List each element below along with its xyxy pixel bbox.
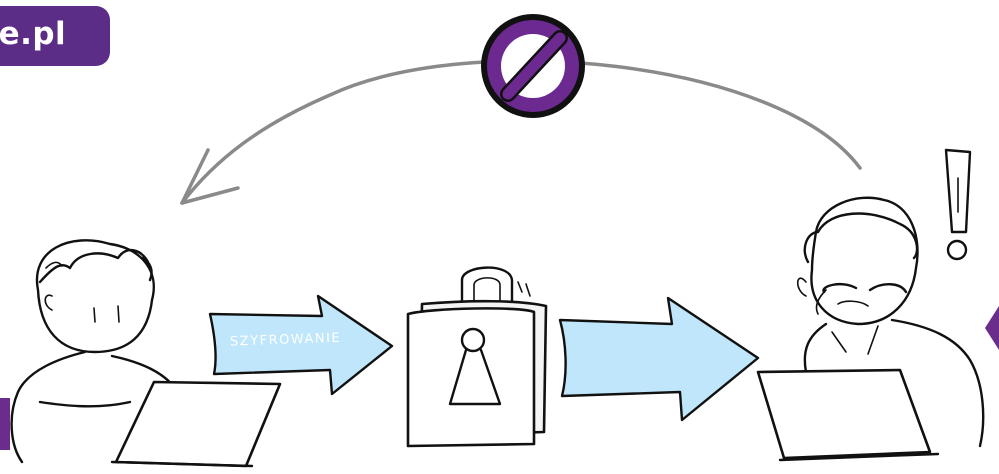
receiver-person — [796, 196, 985, 448]
logo-text: ne.pl — [0, 16, 67, 52]
return-arrow — [180, 59, 862, 205]
brand-logo[interactable]: ne.pl — [0, 6, 110, 66]
blocked-icon — [481, 14, 585, 118]
exclamation-icon — [944, 148, 972, 261]
sender-person — [10, 239, 180, 464]
sender-laptop — [110, 380, 282, 468]
encryption-arrow — [208, 294, 394, 396]
previous-slide-button[interactable] — [0, 398, 10, 450]
transfer-arrow — [558, 296, 760, 422]
receiver-laptop — [756, 368, 940, 462]
padlock-icon — [406, 266, 548, 448]
